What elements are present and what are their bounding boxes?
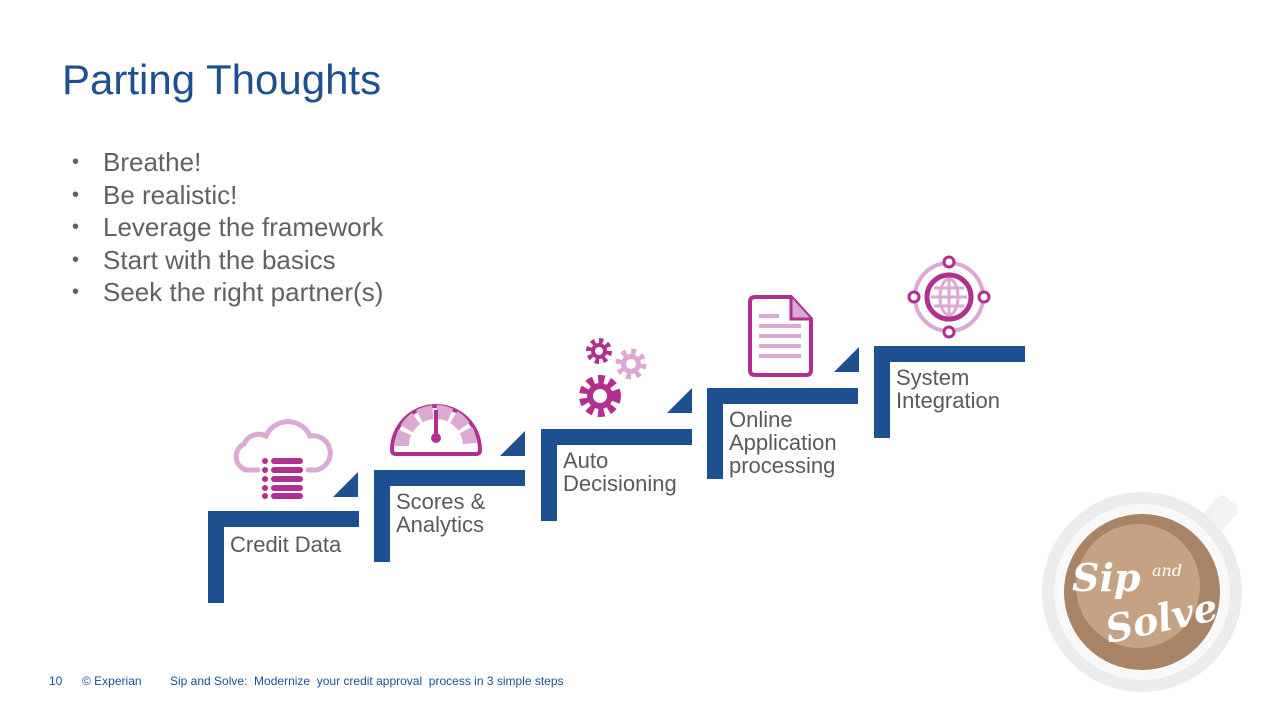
step-bar bbox=[874, 346, 890, 438]
svg-text:and: and bbox=[1152, 561, 1182, 580]
step-arrow bbox=[500, 431, 525, 456]
step-bar bbox=[208, 511, 359, 527]
gears-icon bbox=[579, 338, 647, 417]
bullet-item: Be realistic! bbox=[72, 179, 383, 212]
bullet-item: Start with the basics bbox=[72, 244, 383, 277]
globe-network-icon bbox=[907, 255, 991, 339]
step-bar bbox=[374, 470, 390, 562]
gauge-icon bbox=[389, 404, 483, 456]
document-icon bbox=[748, 295, 813, 377]
step-bar bbox=[874, 346, 1025, 362]
step-bar bbox=[541, 429, 692, 445]
step-arrow bbox=[667, 388, 692, 413]
step-bar bbox=[707, 388, 858, 404]
page-number: 10 bbox=[49, 674, 63, 688]
bullet-list: Breathe! Be realistic! Leverage the fram… bbox=[72, 146, 383, 309]
bullet-item: Breathe! bbox=[72, 146, 383, 179]
bullet-item: Leverage the framework bbox=[72, 211, 383, 244]
step-bar bbox=[208, 511, 224, 603]
bullet-item: Seek the right partner(s) bbox=[72, 276, 383, 309]
step-bar bbox=[707, 388, 723, 479]
sip-and-solve-logo: Sip and Solve bbox=[1042, 492, 1242, 692]
svg-text:Sip: Sip bbox=[1072, 555, 1141, 600]
cloud-database-icon bbox=[233, 419, 333, 499]
step-arrow bbox=[834, 347, 859, 372]
step-bar bbox=[374, 470, 525, 486]
step-arrow bbox=[333, 472, 358, 497]
footer-subtitle: Sip and Solve: Modernize your credit app… bbox=[170, 674, 564, 688]
step-bar bbox=[541, 429, 557, 521]
copyright: © Experian bbox=[82, 674, 142, 688]
step-label: Scores &Analytics bbox=[396, 489, 486, 537]
step-label: Credit Data bbox=[230, 532, 342, 557]
page-title: Parting Thoughts bbox=[62, 56, 382, 103]
